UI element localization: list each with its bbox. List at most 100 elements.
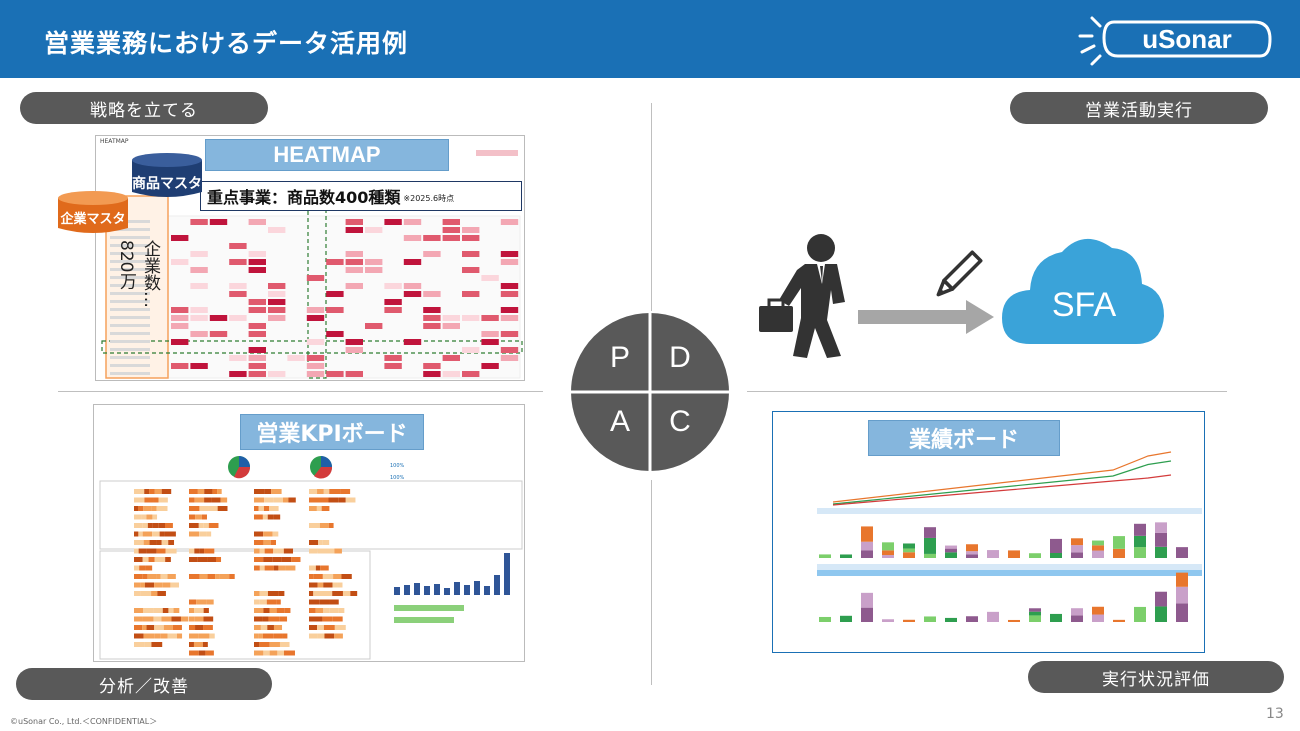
results-stack-bar: [1029, 611, 1041, 616]
heatmap-cell: [248, 267, 266, 273]
kpi-bar-segment: [147, 523, 153, 528]
kpi-bar-segment: [206, 531, 212, 537]
heatmap-cell: [190, 283, 208, 289]
kpi-bar-segment: [262, 633, 274, 639]
heatmap-cell: [500, 355, 519, 361]
heatmap-cell: [365, 259, 383, 265]
results-stack-bar: [840, 615, 852, 622]
kpi-bar-segment: [134, 540, 144, 545]
kpi-column-bar: [424, 586, 430, 595]
heatmap-cell: [171, 307, 189, 313]
heatmap-cell: [306, 339, 325, 345]
kpi-bar-segment: [272, 557, 282, 562]
kpi-bar-segment: [254, 548, 260, 554]
kpi-bar-segment: [154, 625, 164, 630]
heatmap-cell: [462, 347, 480, 353]
heatmap-cell: [442, 323, 460, 329]
company-row-line: [110, 348, 150, 351]
results-stack-bar: [903, 543, 915, 549]
kpi-bar-segment: [198, 633, 210, 639]
results-stack-bar: [1155, 591, 1167, 607]
company-master-label: 企業マスタ: [59, 211, 125, 227]
kpi-bar-segment: [282, 633, 288, 639]
kpi-bar-segment: [345, 497, 356, 503]
heatmap-cell: [171, 339, 189, 345]
results-stack-bar: [1071, 615, 1083, 622]
kpi-bar-segment: [167, 633, 177, 639]
heatmap-cell: [229, 355, 247, 361]
kpi-bar-segment: [134, 591, 141, 596]
kpi-bar-segment: [167, 574, 176, 579]
kpi-bar-segment: [337, 582, 343, 588]
kpi-bar-segment: [283, 650, 295, 656]
kpi-bar-segment: [319, 599, 330, 605]
kpi-column-bar: [394, 587, 400, 595]
kpi-bar-segment: [153, 616, 162, 622]
logo-text: uSonar: [1142, 24, 1232, 54]
kpi-bar-segment: [142, 625, 147, 630]
kpi-bar-segment: [315, 565, 321, 571]
results-stack-bar: [945, 548, 957, 553]
kpi-bar-segment: [273, 497, 284, 503]
results-stack-bar: [1008, 619, 1020, 622]
heatmap-cell: [171, 315, 189, 321]
kpi-bar-segment: [203, 608, 209, 613]
results-stack-bar: [1092, 550, 1104, 558]
heatmap-cell: [171, 323, 189, 329]
kpi-bar-segment: [279, 616, 288, 622]
heatmap-cell: [462, 235, 480, 241]
heatmap-cell: [171, 235, 189, 241]
kpi-bar-segment: [284, 608, 291, 613]
kpi-bar-segment: [134, 531, 139, 537]
kpi-bar-segment: [146, 625, 155, 630]
kpi-bar-segment: [162, 582, 171, 588]
kpi-bar-segment: [277, 650, 284, 656]
pill-execution: 営業活動実行: [1010, 92, 1268, 124]
kpi-bar-segment: [138, 548, 147, 554]
kpi-bar-segment: [148, 557, 155, 562]
heatmap-cell: [306, 315, 325, 321]
kpi-bar-segment: [264, 565, 274, 571]
kpi-bar-segment: [196, 599, 207, 605]
kpi-section-2: [99, 550, 371, 660]
pill-strategy: 戦略を立てる: [20, 92, 268, 124]
kpi-bar-segment: [323, 608, 330, 613]
heatmap-cell: [248, 259, 266, 265]
kpi-bar-segment: [324, 633, 335, 639]
kpi-bar-segment: [322, 616, 333, 622]
kpi-bar-segment: [309, 523, 320, 528]
kpi-bar-segment: [321, 506, 330, 511]
heatmap-cell: [326, 331, 344, 337]
kpi-bar-segment: [338, 497, 346, 503]
heatmap-label: HEATMAP: [205, 139, 449, 171]
kpi-bar-segment: [165, 557, 171, 562]
kpi-column-bar: [444, 588, 450, 595]
kpi-bar-segment: [160, 574, 168, 579]
results-stack-bar: [861, 526, 873, 542]
results-stack-bar: [1029, 608, 1041, 612]
header-bar: 営業業務におけるデータ活用例 uSonar: [0, 0, 1300, 78]
heatmap-cell: [345, 347, 363, 353]
kpi-bar-segment: [152, 531, 160, 537]
divider-vertical-bottom: [651, 480, 652, 685]
kpi-bar-segment: [273, 548, 278, 554]
kpi-bar-segment: [156, 548, 166, 554]
kpi-bar-segment: [144, 497, 154, 503]
kpi-bar-segment: [318, 540, 323, 545]
focus-business-note: ※2025.6時点: [403, 193, 455, 203]
results-stack-bar: [819, 616, 831, 622]
heatmap-cell: [345, 219, 363, 225]
heatmap-cell: [384, 355, 402, 361]
heatmap-cell: [248, 347, 266, 353]
heatmap-cell: [403, 283, 422, 289]
kpi-bar-segment: [328, 523, 334, 528]
kpi-bar-segment: [258, 506, 264, 511]
company-row-line: [110, 284, 150, 287]
kpi-bar-segment: [254, 565, 260, 571]
kpi-bar-segment: [268, 616, 280, 622]
heatmap-grid: [101, 150, 523, 379]
kpi-bar-segment: [220, 497, 228, 503]
kpi-bar-segment: [350, 591, 358, 596]
kpi-column-bar: [434, 584, 440, 595]
results-stack-bar: [840, 554, 852, 558]
